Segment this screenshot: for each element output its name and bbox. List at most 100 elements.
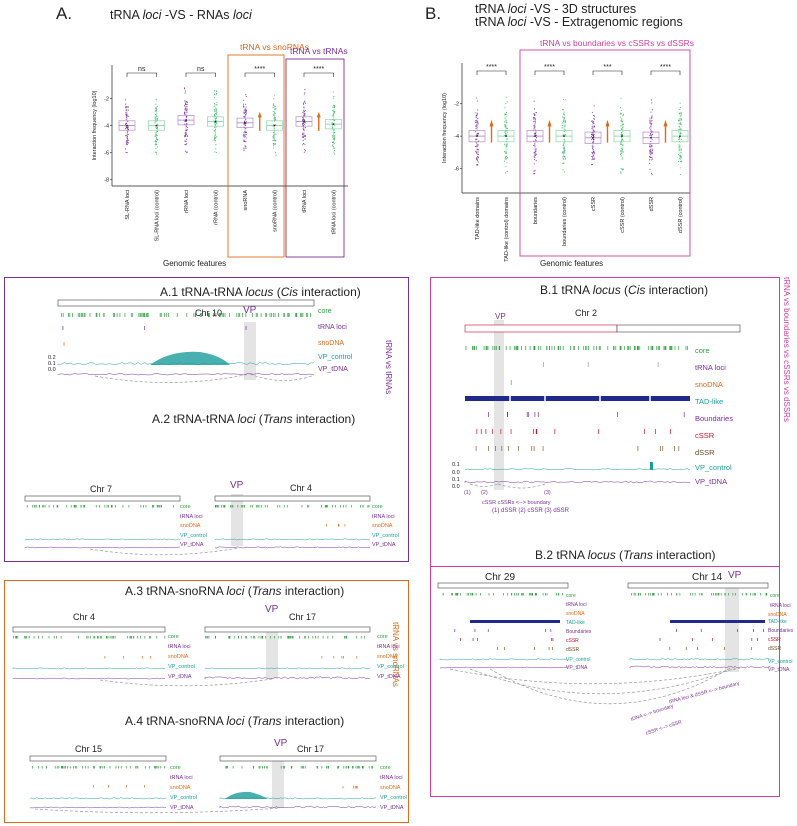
a1-track-vptdna: VP_tDNA	[318, 366, 348, 373]
data-point	[562, 152, 564, 154]
a4-track-trna-r: tRNA loci	[380, 775, 403, 781]
data-point	[651, 151, 653, 153]
b1-marker-1: (1)	[464, 490, 471, 496]
data-point	[333, 147, 335, 149]
vp-highlight	[244, 322, 256, 380]
data-point	[154, 144, 156, 146]
data-point	[184, 108, 186, 110]
vp-highlight	[725, 586, 739, 672]
data-point	[332, 136, 334, 138]
data-point	[476, 157, 478, 160]
a3-track-snodna: snoDNA	[168, 654, 189, 660]
data-point	[593, 138, 595, 140]
data-point	[651, 118, 653, 120]
data-point	[622, 139, 624, 141]
b1-track-boundaries: Boundaries	[695, 414, 733, 423]
b2-left-tadlike: TAD-like	[566, 620, 585, 626]
mean-dot	[476, 135, 478, 138]
data-point	[125, 103, 127, 105]
data-point	[155, 151, 158, 153]
data-point	[126, 122, 128, 124]
b1-annot-line2: (1) dSSR (2) cSSR (3) dSSR	[492, 508, 570, 514]
data-point	[475, 97, 477, 99]
chromosome-bar	[464, 324, 618, 333]
sig-bracket	[534, 70, 565, 75]
data-point	[506, 121, 508, 123]
data-point	[245, 106, 247, 108]
data-point	[533, 158, 535, 160]
data-point	[535, 131, 537, 133]
data-point	[183, 113, 186, 115]
data-point	[651, 157, 653, 159]
data-point	[476, 132, 478, 134]
data-point	[213, 90, 215, 92]
data-point	[304, 149, 306, 151]
data-point	[649, 127, 651, 129]
data-point	[215, 122, 217, 124]
data-point	[477, 164, 479, 166]
data-point	[127, 142, 129, 144]
data-point	[304, 143, 306, 145]
data-point	[620, 116, 622, 118]
data-point	[127, 115, 129, 117]
data-point	[475, 127, 477, 129]
data-point	[125, 113, 127, 115]
data-point	[184, 133, 186, 135]
title-italic: loci	[142, 8, 162, 22]
data-point	[534, 170, 536, 172]
group-label-snorna: tRNA vs snoRNAs	[240, 42, 309, 52]
data-point	[186, 143, 188, 145]
data-point	[650, 172, 653, 174]
tad-like-track	[465, 396, 690, 401]
data-point	[126, 109, 128, 111]
data-point	[333, 96, 335, 98]
data-point	[183, 105, 186, 107]
data-point	[651, 174, 653, 176]
data-point	[303, 93, 305, 95]
data-point	[245, 112, 248, 114]
data-point	[334, 138, 336, 140]
data-point	[678, 131, 680, 133]
data-point	[304, 122, 306, 124]
data-point	[127, 120, 129, 123]
b1-marker-2: (2)	[481, 490, 488, 496]
x-tick-label: SL-RNA loci	[125, 190, 131, 220]
a2-track-core: core	[180, 504, 191, 510]
data-point	[273, 145, 275, 147]
data-point	[154, 135, 156, 137]
x-tick-label: tRNA loci	[302, 190, 308, 213]
chromosome-bar	[616, 324, 741, 333]
data-point	[155, 127, 157, 129]
x-tick-label: rRNA loci	[184, 190, 190, 213]
a4-track-core: core	[170, 765, 181, 771]
data-point	[593, 126, 595, 128]
data-point	[620, 106, 622, 108]
data-point	[125, 141, 127, 143]
signal-peak	[650, 462, 653, 470]
data-point	[185, 151, 187, 153]
a2-track-trna-r: tRNA loci	[372, 514, 395, 520]
data-point	[506, 170, 508, 173]
data-point	[593, 122, 595, 124]
title-italic: loci	[232, 8, 252, 22]
y-axis-label: Interaction frequency (log10)	[92, 90, 98, 160]
data-point	[302, 123, 304, 125]
data-point	[562, 144, 564, 146]
data-point	[680, 138, 682, 141]
interaction-arc	[497, 483, 546, 489]
signal-track	[629, 665, 771, 669]
data-point	[275, 151, 277, 153]
mean-dot	[563, 135, 565, 138]
data-point	[591, 145, 593, 147]
data-point	[332, 97, 334, 99]
data-point	[304, 114, 306, 116]
data-point	[504, 150, 506, 153]
data-point	[186, 151, 188, 153]
group-label-b: tRNA vs boundaries vs cSSRs vs dSSRs	[540, 38, 695, 48]
data-point	[185, 104, 187, 106]
data-point	[533, 144, 535, 146]
a3-track-trna-r: tRNA loci	[377, 644, 400, 650]
data-point	[564, 120, 567, 122]
data-point	[154, 117, 156, 119]
